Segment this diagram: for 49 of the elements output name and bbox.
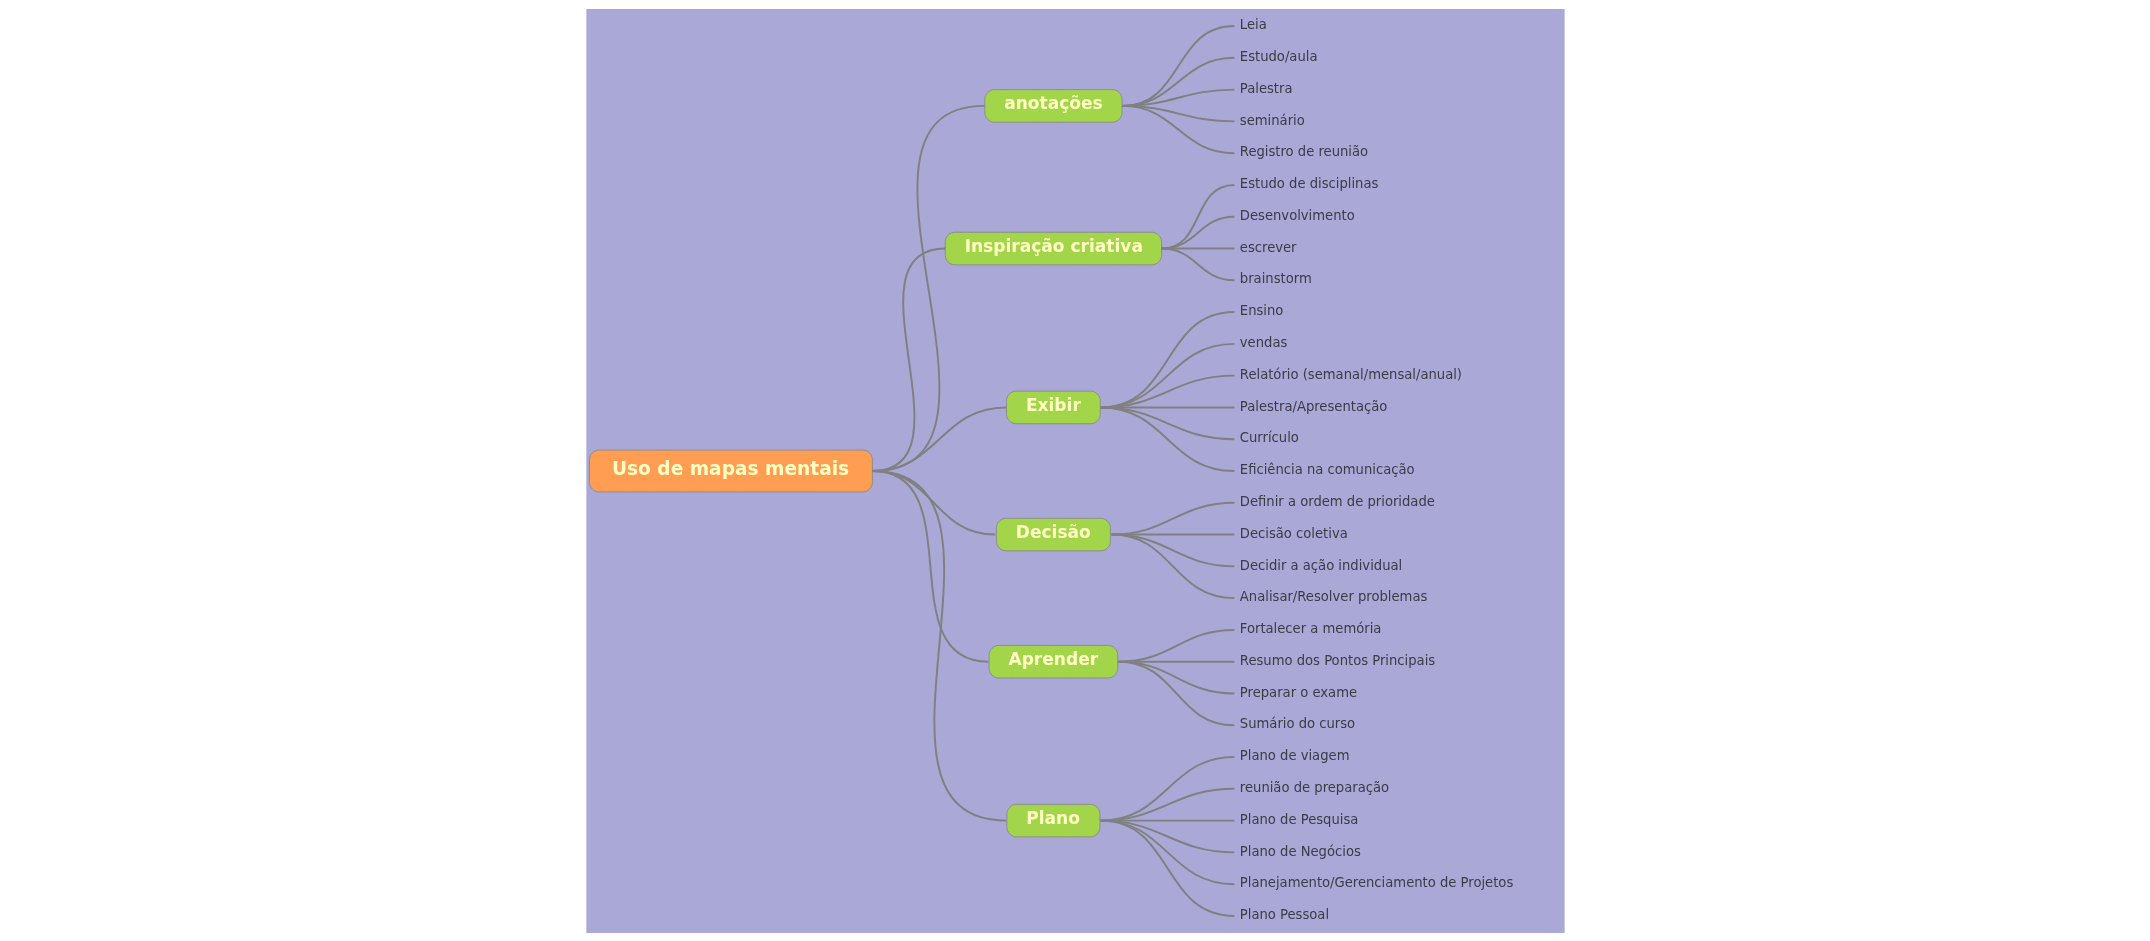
node-text: Definir a ordem de prioridade (1239, 493, 1435, 509)
connector (1099, 405, 1235, 472)
node-text: Plano de Negócios (1239, 843, 1361, 859)
node-text: brainstorm (1239, 270, 1312, 286)
node-text: Fortalecer a memória (1239, 620, 1381, 636)
connector (1099, 405, 1235, 408)
node-text: reunião de preparação (1239, 779, 1389, 795)
node-text: Ensino (1239, 302, 1283, 318)
connector (1099, 374, 1235, 408)
node-text: Plano de viagem (1239, 747, 1349, 763)
node-text: Plano Pessoal (1239, 906, 1329, 922)
node-box: anotações (983, 88, 1122, 123)
node-text: escrever (1239, 239, 1297, 255)
node-text: Analisar/Resolver problemas (1239, 588, 1427, 604)
node-box: Uso de mapas mentais (588, 449, 873, 492)
connector (1160, 183, 1235, 249)
connector (1099, 405, 1235, 440)
node-text: Sumário do curso (1239, 715, 1355, 731)
node-box: Exibir (1005, 390, 1101, 424)
node-box: Aprender (988, 644, 1118, 678)
node-text: Decisão coletiva (1239, 525, 1348, 541)
node-text: seminário (1239, 112, 1305, 128)
node-text: Registro de reunião (1239, 143, 1368, 159)
node-box: Plano (1005, 803, 1100, 837)
node-text: Resumo dos Pontos Principais (1239, 652, 1435, 668)
node-text: Palestra/Apresentação (1239, 398, 1387, 414)
node-text: Palestra (1239, 80, 1292, 96)
node-text: Eficiência na comunicação (1239, 461, 1415, 477)
node-text: Preparar o exame (1239, 684, 1357, 700)
connector (1160, 247, 1235, 281)
node-text: Relatório (semanal/mensal/anual) (1239, 366, 1462, 382)
node-text: Estudo/aula (1239, 48, 1317, 64)
connector (1117, 660, 1235, 726)
node-text: vendas (1239, 334, 1287, 350)
connector (1160, 215, 1235, 249)
connector (1110, 533, 1235, 599)
node-box: Decisão (995, 517, 1111, 551)
node-text: Decidir a ação individual (1239, 557, 1402, 573)
node-box: Inspiração criativa (944, 231, 1162, 265)
connector (1099, 310, 1235, 408)
node-text: Plano de Pesquisa (1239, 811, 1358, 827)
connector (1120, 104, 1235, 154)
node-text: Estudo de disciplinas (1239, 175, 1378, 191)
node-text: Leia (1239, 16, 1267, 32)
node-text: Planejamento/Gerenciamento de Projetos (1239, 874, 1513, 890)
connector (1099, 819, 1235, 917)
node-text: Currículo (1239, 429, 1299, 445)
node-text: Desenvolvimento (1239, 207, 1355, 223)
connector (1099, 342, 1235, 408)
